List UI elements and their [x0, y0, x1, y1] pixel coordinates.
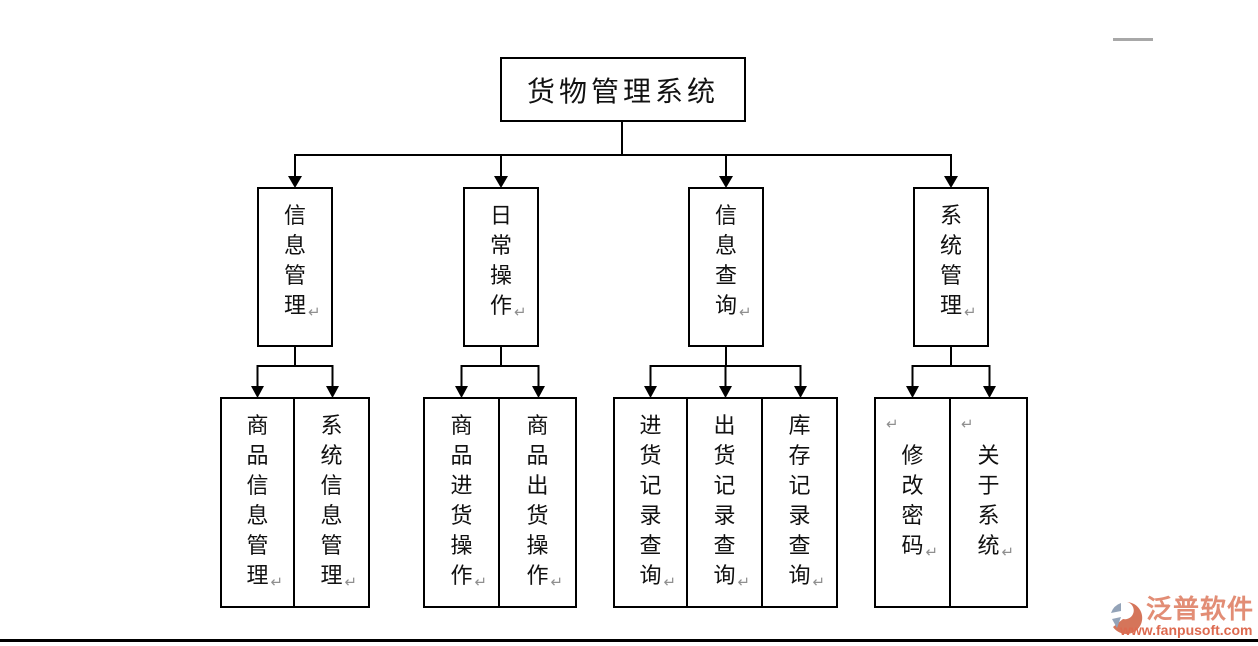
leaf-group-info-query: 进货记录查询↵ 出货记录查询↵ 库存记录查询↵	[613, 397, 838, 608]
branch-box-daily-operations: 日常操作↵	[463, 187, 539, 347]
watermark-brand: 泛普软件	[1145, 594, 1254, 624]
return-mark-icon: ↵	[663, 573, 677, 591]
bottom-horizontal-rule	[0, 639, 1258, 642]
fanpu-logo-icon	[1110, 602, 1143, 634]
leaf-group-info-management: 商品信息管理↵ 系统信息管理↵	[220, 397, 370, 608]
branch-box-system-management: 系统管理↵	[913, 187, 989, 347]
watermark-url: www.fanpusoft.com	[1119, 622, 1253, 638]
leaf-box-shipment-record-query: 出货记录查询↵	[688, 397, 763, 608]
leaf-box-about-system: ↵关于系统↵	[951, 397, 1028, 608]
leaf-box-system-info-management: 系统信息管理↵	[295, 397, 370, 608]
return-mark-icon: ↵	[344, 573, 358, 591]
return-mark-icon: ↵	[886, 415, 899, 433]
root-box-goods-management-system: 货物管理系统	[500, 57, 746, 122]
leaf-box-purchase-record-query: 进货记录查询↵	[613, 397, 688, 608]
leaf-box-product-info-management: 商品信息管理↵	[220, 397, 295, 608]
leaf-group-daily-operations: 商品进货操作↵ 商品出货操作↵	[423, 397, 577, 608]
return-mark-icon: ↵	[550, 573, 564, 591]
return-mark-icon: ↵	[514, 303, 527, 321]
return-mark-icon: ↵	[308, 303, 321, 321]
leaf-box-product-shipment-operation: 商品出货操作↵	[500, 397, 577, 608]
return-mark-icon: ↵	[1001, 543, 1015, 561]
branch-box-info-query: 信息查询↵	[688, 187, 764, 347]
leaf-box-inventory-record-query: 库存记录查询↵	[763, 397, 838, 608]
return-mark-icon: ↵	[964, 303, 977, 321]
return-mark-icon: ↵	[474, 573, 488, 591]
branch-box-info-management: 信息管理↵	[257, 187, 333, 347]
return-mark-icon: ↵	[270, 573, 284, 591]
return-mark-icon: ↵	[925, 543, 939, 561]
return-mark-icon: ↵	[739, 303, 752, 321]
return-mark-icon: ↵	[961, 415, 974, 433]
return-mark-icon: ↵	[812, 573, 826, 591]
watermark-text: 泛普软件 www.fanpusoft.com	[1120, 594, 1254, 637]
leaf-box-change-password: ↵修改密码↵	[874, 397, 951, 608]
leaf-box-product-purchase-operation: 商品进货操作↵	[423, 397, 500, 608]
arrowhead-icons	[251, 176, 996, 398]
top-right-dash	[1113, 38, 1153, 41]
return-mark-icon: ↵	[737, 573, 751, 591]
leaf-group-system-management: ↵修改密码↵ ↵关于系统↵	[874, 397, 1028, 608]
watermark: 泛普软件 www.fanpusoft.com	[1108, 596, 1254, 637]
